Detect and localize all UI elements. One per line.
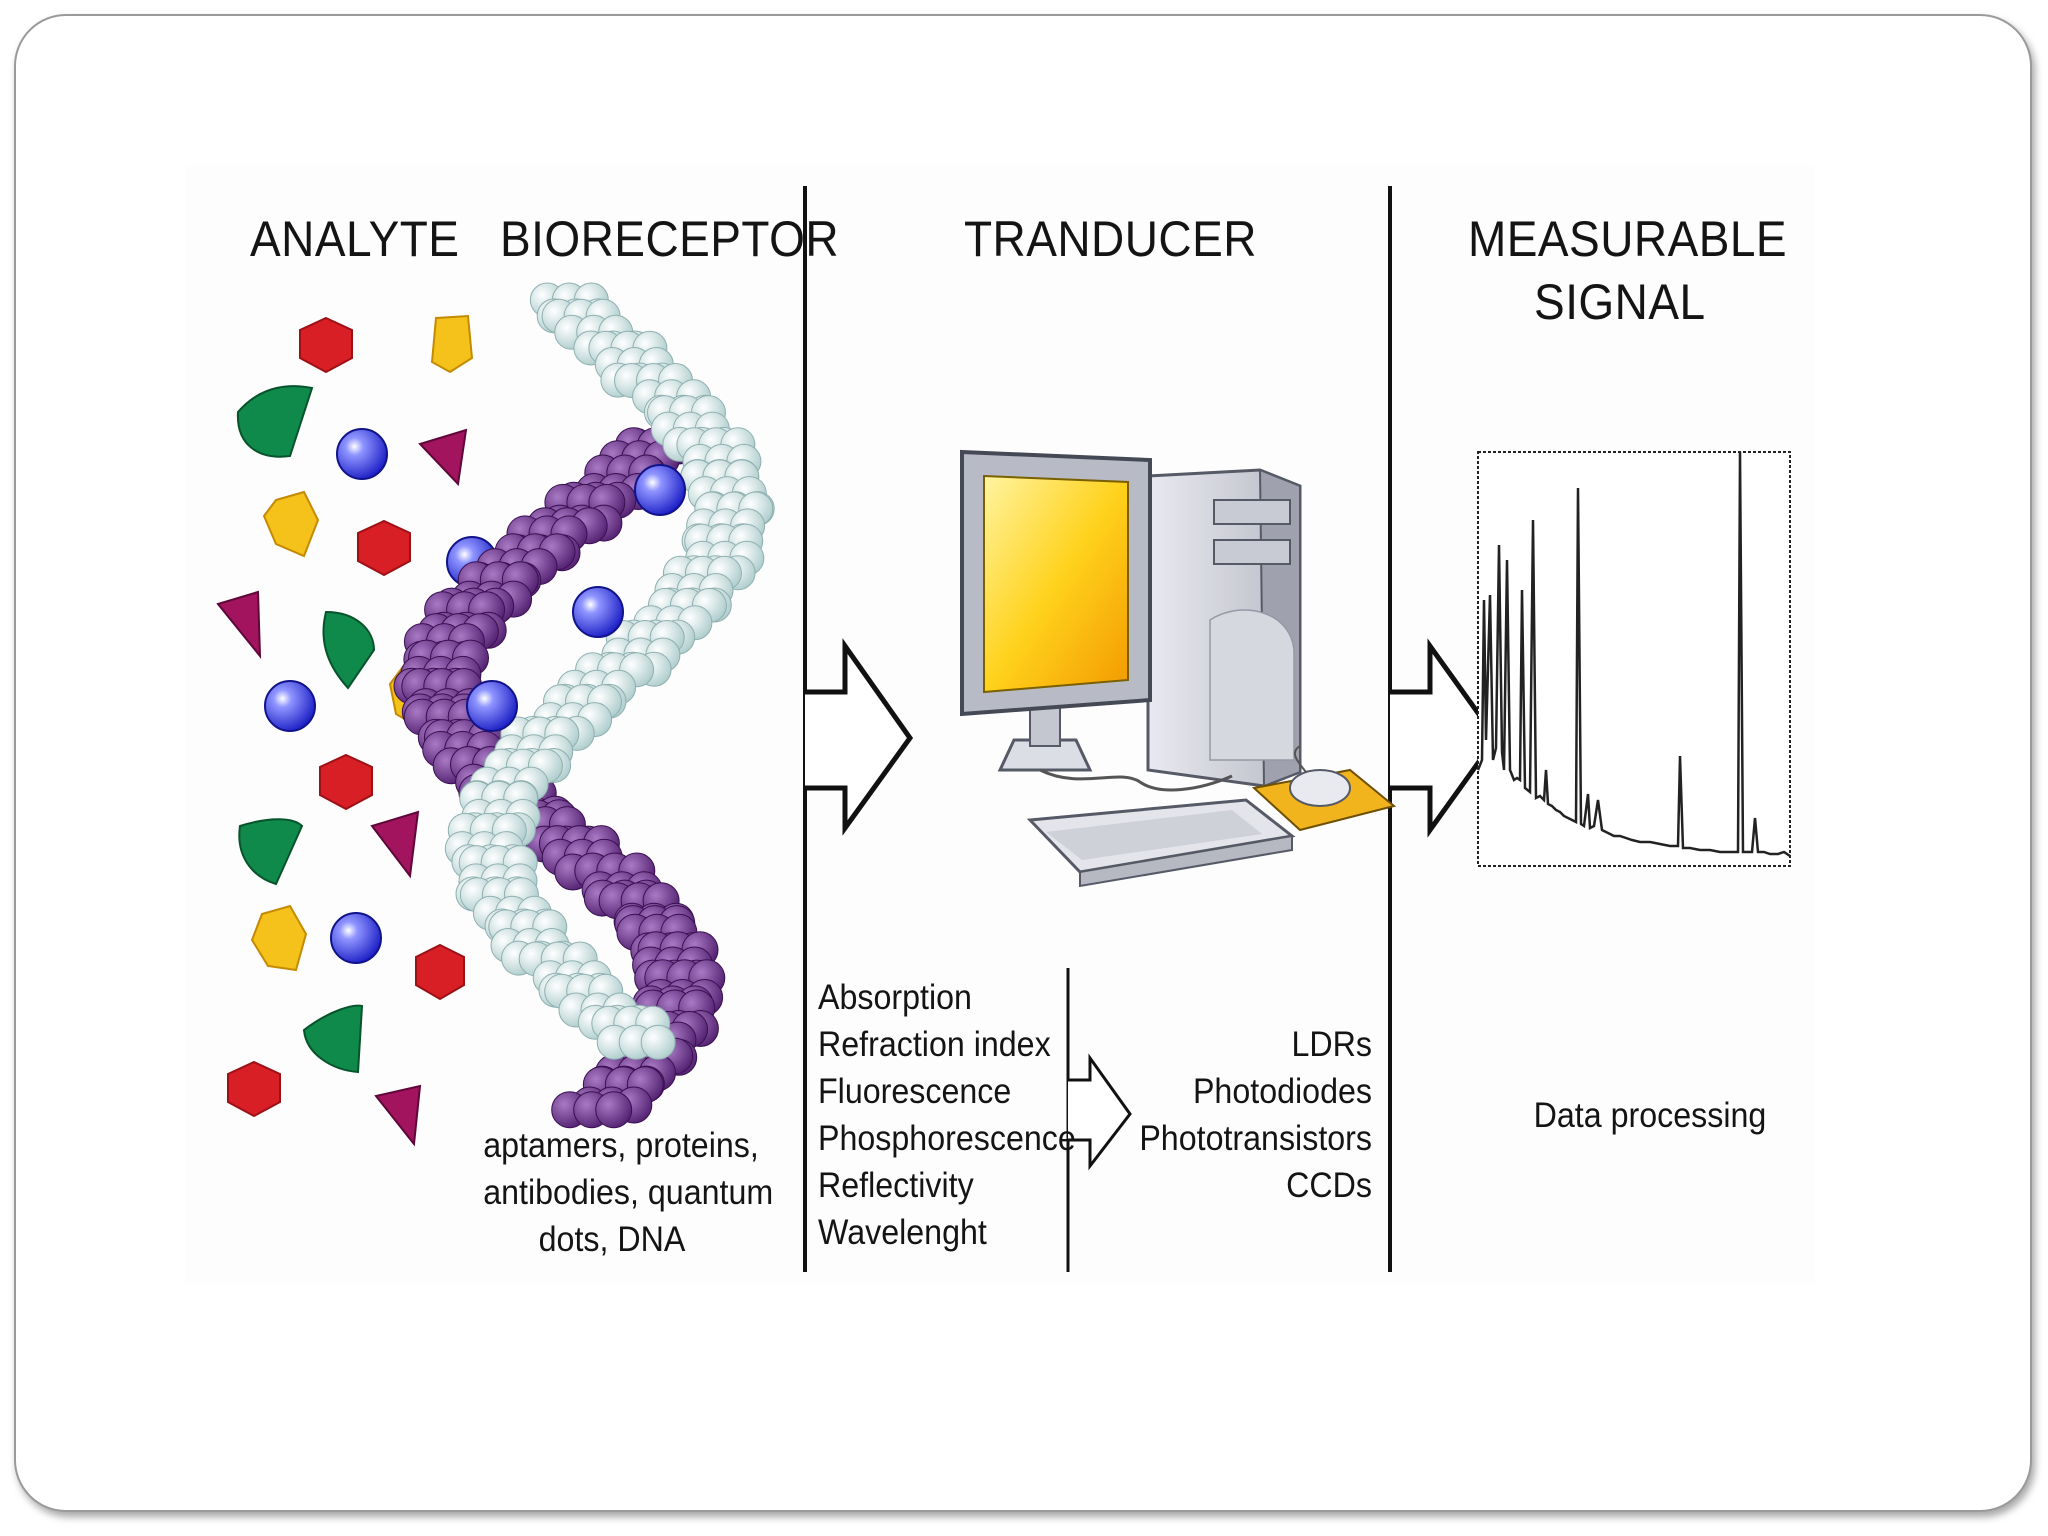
mouse-icon	[1251, 745, 1397, 832]
heading-analyte: ANALYTE	[250, 211, 460, 267]
dna-helix-icon	[393, 282, 775, 1129]
optical-property: Absorption	[818, 978, 972, 1017]
detector-item: LDRs	[1291, 1025, 1372, 1064]
heading-measurable-signal: MEASURABLE SIGNAL	[1468, 208, 1788, 333]
detector-item: Photodiodes	[1192, 1072, 1372, 1111]
bioreceptor-example-line: aptamers, proteins,	[483, 1126, 759, 1165]
monitor-screen	[983, 474, 1129, 694]
detector-item: CCDs	[1286, 1166, 1372, 1205]
bioreceptor-example-line: antibodies, quantum	[483, 1173, 774, 1212]
red-hexagon	[357, 519, 411, 577]
bioreceptor-example-line: dots, DNA	[538, 1220, 686, 1259]
magenta-pyramid	[418, 428, 468, 487]
cable	[1039, 768, 1233, 792]
optical-property: Fluorescence	[818, 1072, 1012, 1111]
dna-strand-purple	[595, 1091, 633, 1129]
heading-transducer: TRANDUCER	[964, 211, 1257, 267]
spectrum-chart-icon	[1476, 451, 1791, 867]
red-hexagon	[415, 943, 465, 1001]
yellow-prism	[250, 904, 308, 972]
yellow-prism	[430, 314, 474, 374]
green-cone	[238, 818, 304, 886]
blue-sphere	[336, 428, 388, 480]
blue-sphere	[330, 912, 382, 964]
heading-signal-line2: SIGNAL	[1534, 273, 1706, 330]
detector-item: Phototransistors	[1139, 1119, 1372, 1158]
keyboard-icon	[1026, 798, 1296, 888]
data-processing-label: Data processing	[1533, 1096, 1767, 1135]
monitor-icon	[960, 449, 1152, 772]
red-hexagon	[227, 1060, 281, 1118]
computer-icon	[960, 449, 1397, 888]
green-cone	[236, 385, 314, 458]
spectrum-trace	[1476, 451, 1791, 858]
arrow-right-icon	[805, 638, 914, 836]
bound-blue-sphere	[572, 586, 624, 638]
optical-properties-list: Absorption Refraction index Fluorescence…	[818, 974, 1076, 1256]
arrow-right-icon	[1068, 1053, 1132, 1171]
bioreceptor-examples: aptamers, proteins, antibodies, quantum …	[483, 1122, 774, 1263]
optical-property: Reflectivity	[818, 1166, 974, 1205]
detectors-list: LDRs Photodiodes Phototransistors CCDs	[1103, 1021, 1372, 1209]
blue-sphere	[264, 680, 316, 732]
green-cone	[322, 610, 376, 690]
optical-property: Phosphorescence	[818, 1119, 1076, 1158]
heading-signal-line1: MEASURABLE	[1468, 211, 1788, 267]
heading-bioreceptor: BIORECEPTOR	[500, 211, 840, 267]
bound-blue-sphere	[634, 464, 686, 516]
red-hexagon	[319, 753, 373, 811]
optical-property: Refraction index	[818, 1025, 1051, 1064]
green-cone	[302, 1004, 364, 1074]
bound-blue-sphere	[466, 680, 518, 732]
dna-strand-light	[640, 1024, 676, 1060]
tower-case	[1146, 468, 1302, 788]
magenta-pyramid	[216, 590, 262, 659]
optical-property: Wavelenght	[818, 1213, 987, 1252]
magenta-pyramid	[370, 810, 420, 879]
analyte-molecules	[216, 314, 498, 1147]
red-hexagon	[299, 316, 353, 374]
magenta-pyramid	[374, 1084, 422, 1147]
yellow-prism	[262, 490, 320, 558]
